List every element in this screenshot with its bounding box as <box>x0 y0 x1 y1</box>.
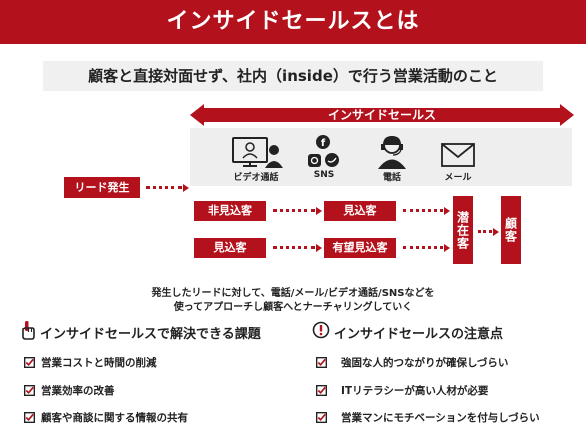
customer-label: 顧客 <box>503 217 518 243</box>
checkbox-icon <box>316 385 327 396</box>
channel-label-mail: メール <box>444 173 472 183</box>
sns-icon: f <box>308 135 339 167</box>
arrow-head <box>444 207 450 215</box>
lead-box: リード発生 <box>64 177 140 198</box>
stage-box-customer: 顧客 <box>501 196 521 264</box>
description-line-2: 使ってアプローチし顧客へとナーチャリングしていく <box>173 302 413 313</box>
right-item-1: 強固な人的つながりが確保しづらい <box>341 357 509 369</box>
checkbox-icon <box>24 412 35 423</box>
mail-icon <box>441 143 475 167</box>
checkbox-icon <box>316 357 327 368</box>
dotted-connector <box>478 230 492 233</box>
checkbox-icon <box>24 385 35 396</box>
left-item-2: 営業効率の改善 <box>41 385 115 397</box>
video-call-icon <box>232 137 283 168</box>
stage-box-non-prospect: 非見込客 <box>194 201 266 221</box>
subtitle-box <box>43 61 543 91</box>
arrow-head <box>493 228 499 236</box>
arrow-head <box>316 244 322 252</box>
left-section-title: インサイドセールスで解決できる課題 <box>40 327 261 342</box>
stage-box-prospect: 見込客 <box>324 201 396 221</box>
left-item-1: 営業コストと時間の削減 <box>41 357 157 369</box>
arrow-head <box>316 207 322 215</box>
arrow-head <box>444 244 450 252</box>
banner-label: インサイドセールス <box>327 108 436 122</box>
checkbox-icon <box>316 412 327 423</box>
right-item-3: 営業マンにモチベーションを付与しづらい <box>341 412 540 424</box>
phone-operator-icon <box>378 136 406 169</box>
dotted-connector <box>273 209 315 212</box>
dotted-connector <box>273 246 315 249</box>
channel-label-phone: 電話 <box>382 173 401 183</box>
subtitle: 顧客と直接対面せず、社内（inside）で行う営業活動のこと <box>88 67 498 85</box>
svg-text:f: f <box>321 138 326 149</box>
description-line-1: 発生したリードに対して、電話/メール/ビデオ通話/SNSなどを <box>151 288 435 299</box>
right-item-2: ITリテラシーが高い人材が必要 <box>341 385 489 397</box>
left-item-3: 顧客や商談に関する情報の共有 <box>41 412 188 424</box>
stage-box-latent: 潜在客 <box>453 196 473 264</box>
latent-label: 潜在客 <box>455 210 470 250</box>
page-title: インサイドセールスとは <box>166 9 420 34</box>
arrow-head <box>183 184 189 192</box>
stage-box-promising-prospect: 有望見込客 <box>324 238 396 258</box>
pointing-hand-icon <box>22 321 35 340</box>
dotted-connector <box>403 246 443 249</box>
title-bar <box>0 0 586 44</box>
dotted-connector <box>146 186 182 189</box>
dotted-connector <box>403 209 443 212</box>
right-section-title: インサイドセールスの注意点 <box>334 327 504 342</box>
checkbox-icon <box>24 357 35 368</box>
stage-box-prospect-2: 見込客 <box>194 238 266 258</box>
channel-label-video: ビデオ通話 <box>233 173 279 183</box>
banner-arrow <box>190 104 574 126</box>
exclamation-circle-icon <box>312 321 330 339</box>
channel-label-sns: SNS <box>313 170 335 180</box>
